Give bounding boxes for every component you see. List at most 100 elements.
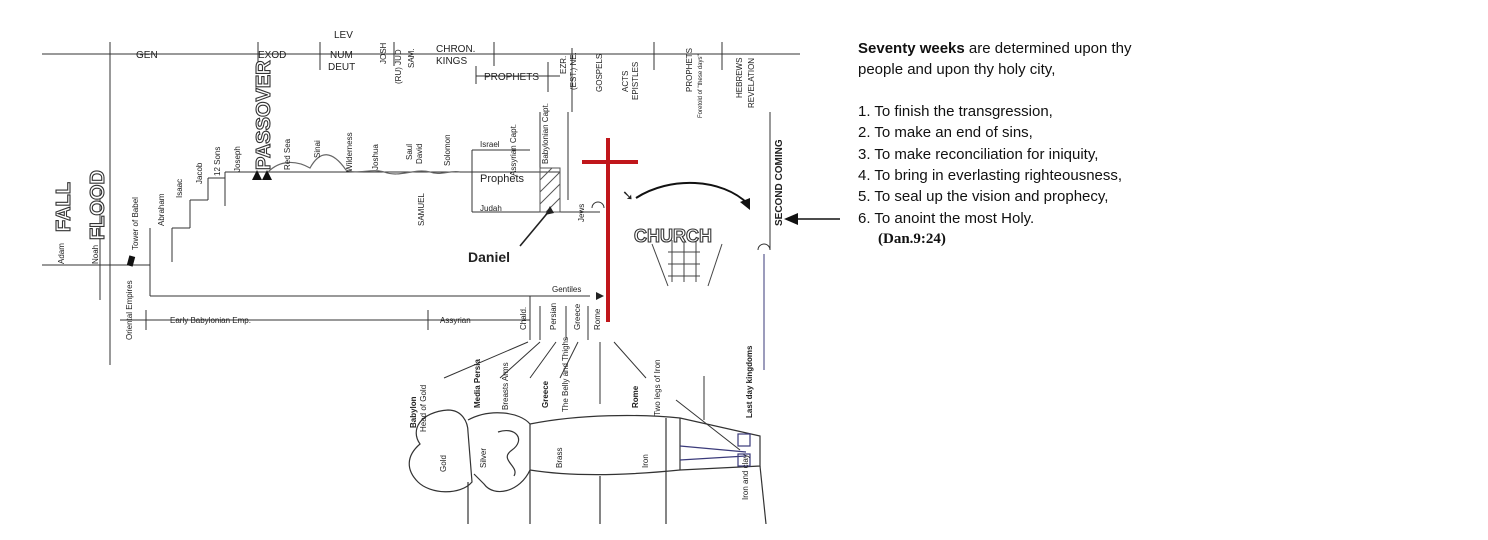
label-flood: FLOOD (87, 170, 109, 240)
label-rome: Rome (593, 308, 602, 330)
book-gen: GEN (136, 50, 158, 61)
book-acts: ACTS (621, 71, 630, 92)
label-samuel: SAMUEL (417, 193, 426, 226)
label-daniel: Daniel (468, 249, 510, 265)
verse-reference: (Dan.9:24) (878, 231, 946, 248)
label-adam: Adam (57, 243, 66, 264)
history-lines (42, 54, 600, 365)
statue-labels: Babylon Head of Gold Media Persia Breast… (409, 337, 754, 500)
passover-marker (252, 170, 262, 180)
verse-heading: Seventy weeks are determined upon thy (858, 38, 1458, 59)
book-sam: SAM. (407, 48, 416, 68)
book-kings: KINGS (436, 56, 467, 67)
label-breasts-arms: Breasts Arms (501, 362, 510, 410)
cross (582, 138, 638, 322)
book-deut: DEUT (328, 62, 355, 73)
statue (408, 409, 767, 525)
book-gospels: GOSPELS (595, 54, 604, 92)
label-israel: Israel (480, 140, 500, 149)
tower-icon (126, 255, 136, 267)
label-isaac: Isaac (175, 179, 184, 198)
label-iron: Iron (641, 454, 650, 468)
label-belly-thighs: The Belly and Thighs (561, 337, 570, 412)
verse-item: 5. To seal up the vision and prophecy, (858, 188, 1109, 206)
book-revelation: REVELATION (747, 58, 756, 108)
label-chald: Chald. (519, 307, 528, 330)
label-silver: Silver (479, 448, 488, 468)
label-judah: Judah (480, 204, 502, 213)
verse-heading-rest: are determined upon thy (964, 40, 1132, 57)
verse-pointer-head (784, 213, 798, 225)
book-num: NUM (330, 50, 353, 61)
timeline-labels: FALL Adam FLOOD Noah Tower of Babel Abra… (52, 59, 785, 294)
label-solomon: Solomon (443, 134, 452, 166)
statue-connectors (443, 341, 741, 451)
label-statue-rome: Rome (631, 385, 640, 408)
label-media-persia: Media Persia (473, 359, 482, 408)
book-labels: GEN EXOD LEV NUM DEUT JOSH (RU) JUD SAM.… (136, 30, 756, 118)
label-red-sea: Red Sea (283, 138, 292, 170)
wilderness-path (267, 154, 461, 175)
verse-item: 4. To bring in everlasting righteousness… (858, 167, 1123, 185)
book-prophets-late: PROPHETS (685, 48, 694, 92)
book-lev: LEV (334, 30, 353, 41)
label-second-coming: SECOND COMING (774, 139, 785, 226)
label-babylon: Babylon (409, 396, 418, 428)
label-two-legs: Two legs of Iron (653, 360, 662, 416)
label-church: CHURCH (634, 226, 712, 246)
label-gold: Gold (439, 455, 448, 472)
book-exod: EXOD (258, 50, 286, 61)
book-ru-jud: (RU) JUD (394, 49, 403, 84)
label-sinai: Sinai (313, 140, 322, 158)
label-early-babylonian: Early Babylonian Emp. (170, 316, 251, 325)
label-statue-greece: Greece (541, 380, 550, 408)
label-fall: FALL (53, 182, 75, 232)
label-prophets: Prophets (480, 173, 525, 185)
label-oriental-empires: Oriental Empires (125, 280, 134, 340)
label-tower-of-babel: Tower of Babel (131, 197, 140, 250)
svg-text:➘: ➘ (622, 187, 634, 203)
label-assyrian-capt: Assyrian Capt. (509, 124, 518, 176)
label-jews: Jews (577, 204, 586, 222)
label-assyrian: Assyrian (440, 316, 471, 325)
book-est-ne: (EST.) NE. (569, 52, 578, 90)
label-persian: Persian (549, 303, 558, 330)
verse-heading-line2: people and upon thy holy city, (858, 61, 1056, 79)
label-last-day: Last day kingdoms (745, 345, 754, 418)
book-ezr: EZR. (559, 56, 568, 74)
label-head-of-gold: Head of Gold (419, 385, 428, 432)
verse-item: 2. To make an end of sins, (858, 124, 1033, 142)
label-greece: Greece (573, 303, 582, 330)
church-arrow (635, 181, 749, 205)
label-abraham: Abraham (157, 193, 166, 226)
bible-timeline-diagram: GEN EXOD LEV NUM DEUT JOSH (RU) JUD SAM.… (42, 30, 840, 525)
label-joseph: Joseph (233, 146, 242, 172)
verse-panel: Seventy weeks are determined upon thy pe… (858, 38, 1458, 251)
label-brass: Brass (555, 448, 564, 468)
label-jacob: Jacob (195, 162, 204, 184)
label-12-sons: 12 Sons (213, 147, 222, 176)
label-joshua: Joshua (371, 144, 380, 170)
book-hebrews: HEBREWS (735, 58, 744, 98)
book-epistles: EPISTLES (631, 62, 640, 100)
label-passover: PASSOVER (253, 60, 275, 170)
book-josh: JOSH (379, 42, 388, 64)
empire-labels: Oriental Empires Early Babylonian Emp. A… (125, 280, 602, 340)
daniel-arrow (519, 209, 551, 247)
book-timeline (42, 42, 800, 200)
label-babylonian-capt: Babylonian Capt. (541, 103, 550, 164)
book-prophets: PROPHETS (484, 72, 539, 83)
label-saul: Saul (405, 144, 414, 160)
book-chron: CHRON. (436, 44, 475, 55)
label-wilderness: Wilderness (345, 132, 354, 172)
verse-heading-bold: Seventy weeks (858, 40, 965, 57)
label-gentiles: Gentiles (552, 285, 581, 294)
book-foretold: Foretold of "these days" (698, 54, 704, 118)
captivity-hatch (539, 167, 561, 213)
label-noah: Noah (91, 245, 100, 264)
verse-item: 6. To anoint the most Holy. (858, 209, 1035, 227)
label-iron-clay: Iron and clay (741, 454, 750, 500)
label-david: David (415, 144, 424, 164)
verse-item: 1. To finish the transgression, (858, 102, 1053, 120)
verse-item: 3. To make reconciliation for iniquity, (858, 145, 1099, 163)
